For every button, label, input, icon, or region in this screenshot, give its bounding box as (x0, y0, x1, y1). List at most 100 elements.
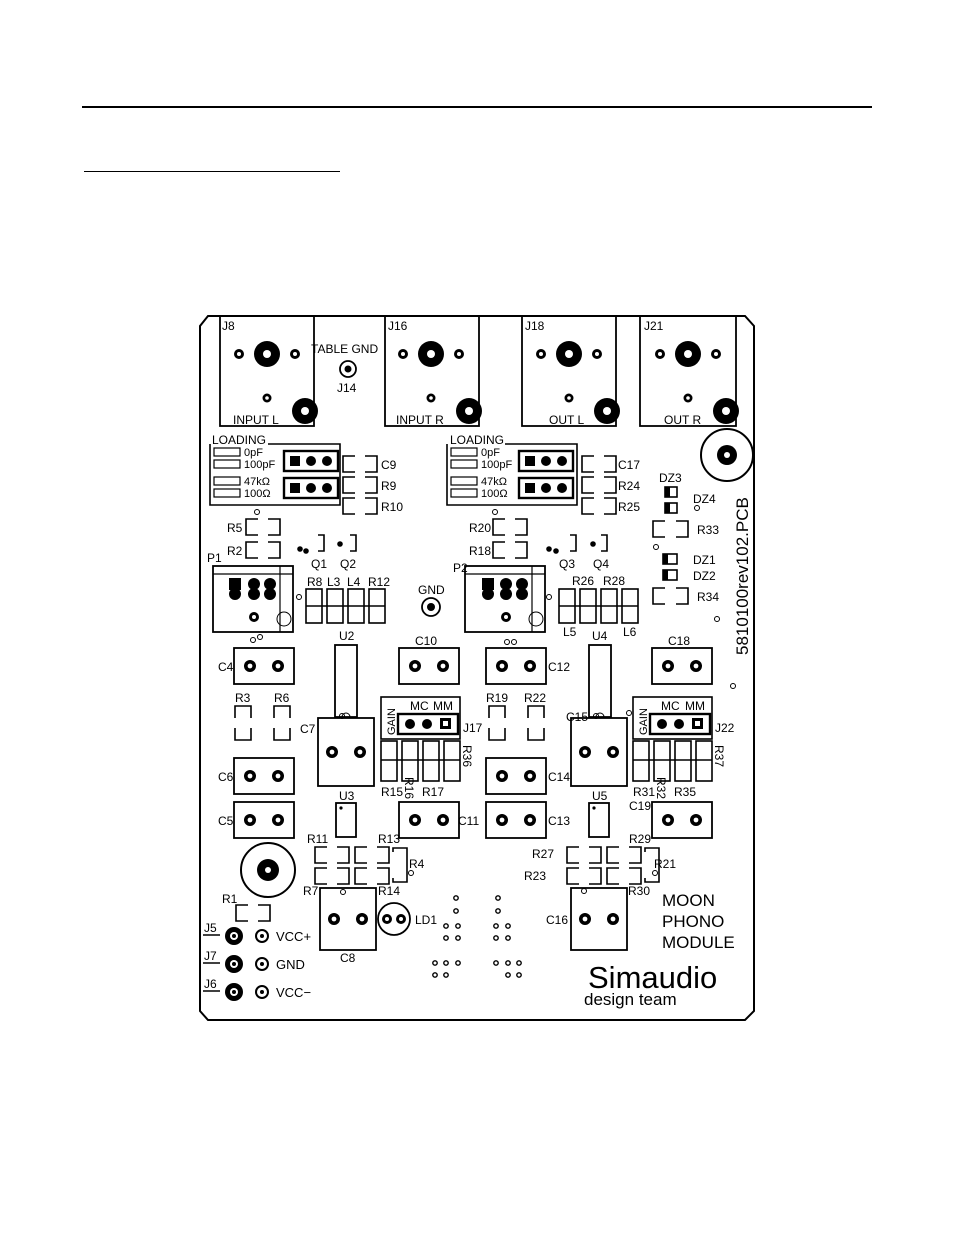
component-ref-label: R7 (303, 884, 319, 898)
component-ref-label: DZ3 (659, 471, 682, 485)
jack-ref: J16 (388, 319, 408, 333)
transistor-q3 (546, 534, 577, 554)
component-ref-label: C17 (618, 458, 640, 472)
component-ref-label: R21 (654, 857, 676, 871)
component-ref-label: R9 (381, 479, 397, 493)
cap-C13 (485, 801, 547, 839)
component-ref-label: R34 (697, 590, 719, 604)
gain-jumper-J22: GAIN MC MM (632, 696, 713, 740)
component-ref-label: 100pF (481, 459, 512, 471)
component-ref-label: Q4 (593, 557, 609, 571)
component-ref-label: R1 (222, 892, 238, 906)
power-connector-J5: J5 VCC+ (203, 921, 311, 945)
component-ref-label: R11 (307, 832, 328, 846)
table-gnd-pad (339, 360, 357, 378)
component-ref-label: R29 (629, 832, 651, 846)
component-ref-label: C19 (629, 799, 651, 813)
component-ref-label: C6 (218, 770, 234, 784)
resistor-array-right (558, 588, 639, 624)
connector-P2 (464, 565, 552, 633)
ic-U4 (588, 644, 612, 718)
mounting-hole (240, 842, 296, 898)
component-ref-label: DZ1 (693, 553, 716, 567)
component-ref-label: DZ2 (693, 569, 716, 583)
mounting-hole (700, 428, 754, 482)
component-ref-label: R17 (422, 785, 444, 799)
jack-label: OUT R (664, 413, 701, 427)
component-ref-label: J22 (715, 721, 735, 735)
component-ref-label: J5 (204, 921, 217, 935)
resistor-array-left (305, 588, 386, 624)
component-ref-label: 47kΩ (244, 476, 270, 488)
component-ref-label: J6 (204, 977, 217, 991)
component-ref-label: R36 (460, 745, 474, 767)
component-ref-label: R19 (486, 691, 508, 705)
jack-ref: J8 (222, 319, 235, 333)
loading-title: LOADING (450, 433, 504, 447)
jack-J16: J16 INPUT R (384, 315, 482, 427)
component-ref-label: C4 (218, 660, 234, 674)
cap-C18 (651, 647, 713, 685)
component-ref-label: C16 (546, 913, 568, 927)
component-ref-label: R5 (227, 521, 243, 535)
power-connector-J6: J6 VCC− (203, 977, 311, 1001)
gnd-testpoint-label: GND (418, 583, 445, 597)
component-ref-label: C5 (218, 814, 234, 828)
component-ref-label: VCC− (276, 985, 311, 1000)
component-ref-label: 100Ω (244, 488, 271, 500)
cap-C16 (570, 887, 628, 951)
component-ref-label: R14 (378, 884, 400, 898)
led-LD1 (377, 902, 411, 936)
component-ref-label: L5 (563, 625, 577, 639)
component-ref-label: R26 (572, 574, 594, 588)
component-ref-label: R13 (378, 832, 400, 846)
component-ref-label: R10 (381, 500, 403, 514)
table-gnd-label: TABLE GND (311, 342, 378, 356)
component-ref-label: R23 (524, 869, 546, 883)
table-gnd-ref: J14 (337, 381, 357, 395)
component-ref-label: R15 (381, 785, 403, 799)
component-ref-label: J17 (463, 721, 483, 735)
component-ref-label: L6 (623, 625, 637, 639)
component-ref-label: 0pF (481, 447, 500, 459)
component-ref-label: 47kΩ (481, 476, 507, 488)
resistor-group-c9-r9-r10 (342, 455, 378, 515)
subheading-rule (84, 171, 340, 172)
pcb-id-label: 5810100rev102.PCB (733, 497, 752, 655)
cap-C10 (398, 647, 460, 685)
brand-logo-text: Simaudio (588, 960, 717, 995)
jack-J21: J21 OUT R (639, 315, 739, 427)
component-ref-label: R18 (469, 544, 491, 558)
component-ref-label: C11 (458, 814, 479, 828)
resistor-cluster-right (566, 846, 660, 885)
component-ref-label: R28 (603, 574, 625, 588)
resistor-cluster-left (314, 846, 408, 885)
header-rule (82, 106, 872, 108)
component-ref-label: Q3 (559, 557, 575, 571)
component-ref-label: R32 (654, 777, 668, 799)
jack-label: INPUT R (396, 413, 444, 427)
component-ref-label: R30 (628, 884, 650, 898)
component-ref-label: R25 (618, 500, 640, 514)
component-ref-label: R8 (307, 575, 323, 589)
cap-C11 (398, 801, 460, 839)
component-ref-label: C9 (381, 458, 397, 472)
cap-C15 (570, 717, 628, 787)
component-ref-label: C14 (548, 770, 570, 784)
component-ref-label: R2 (227, 544, 243, 558)
loading-title: LOADING (212, 433, 266, 447)
ic-U5 (588, 802, 610, 838)
module-name-line: PHONO (662, 912, 724, 931)
resistor-array-r15-r17 (380, 740, 461, 782)
component-ref-label: P1 (207, 551, 222, 565)
component-ref-label: C7 (300, 722, 316, 736)
transistor-q4 (590, 534, 608, 552)
component-ref-label: R16 (402, 777, 416, 799)
component-ref-label: MM (433, 699, 453, 713)
component-ref-label: C8 (340, 951, 356, 965)
component-ref-label: C18 (668, 634, 690, 648)
module-name-line: MOON (662, 891, 715, 910)
jack-ref: J21 (644, 319, 664, 333)
component-ref-label: R3 (235, 691, 251, 705)
component-ref-label: 0pF (244, 447, 263, 459)
